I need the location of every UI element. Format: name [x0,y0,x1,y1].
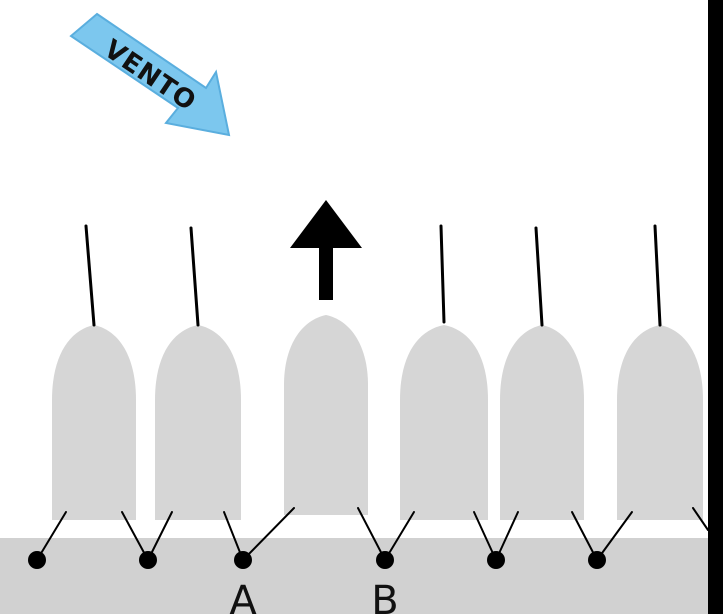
boat-6 [617,325,703,520]
boat-3 [284,315,368,515]
mast-6 [653,224,662,327]
wind-arrow: VENTO [69,12,231,137]
mooring-line [242,507,295,561]
mooring-line [571,511,598,561]
label-b: B [371,578,398,614]
departure-arrow [290,200,362,300]
masts [84,224,662,327]
bollard [487,551,505,569]
mooring-line [384,511,415,561]
bollards [28,551,606,569]
mast-5 [534,226,544,327]
boat-1 [52,325,136,520]
bollard [139,551,157,569]
mooring-line [121,511,149,561]
boat-4 [400,325,488,520]
dock [0,538,723,614]
mooring-line [36,511,67,561]
right-edge-strip [708,0,723,614]
label-a: A [229,578,257,614]
boat-2 [155,325,241,520]
bollard-b [376,551,394,569]
boats [52,315,703,520]
mast-2 [189,226,200,327]
boat-5 [500,325,584,520]
mooring-line [357,507,386,561]
bollard-a [234,551,252,569]
mast-1 [84,224,96,327]
bollard [28,551,46,569]
bollard [588,551,606,569]
mooring-line [692,507,709,531]
wind-arrow-shape [69,12,231,137]
mast-4 [439,224,446,324]
mooring-line [596,511,633,561]
